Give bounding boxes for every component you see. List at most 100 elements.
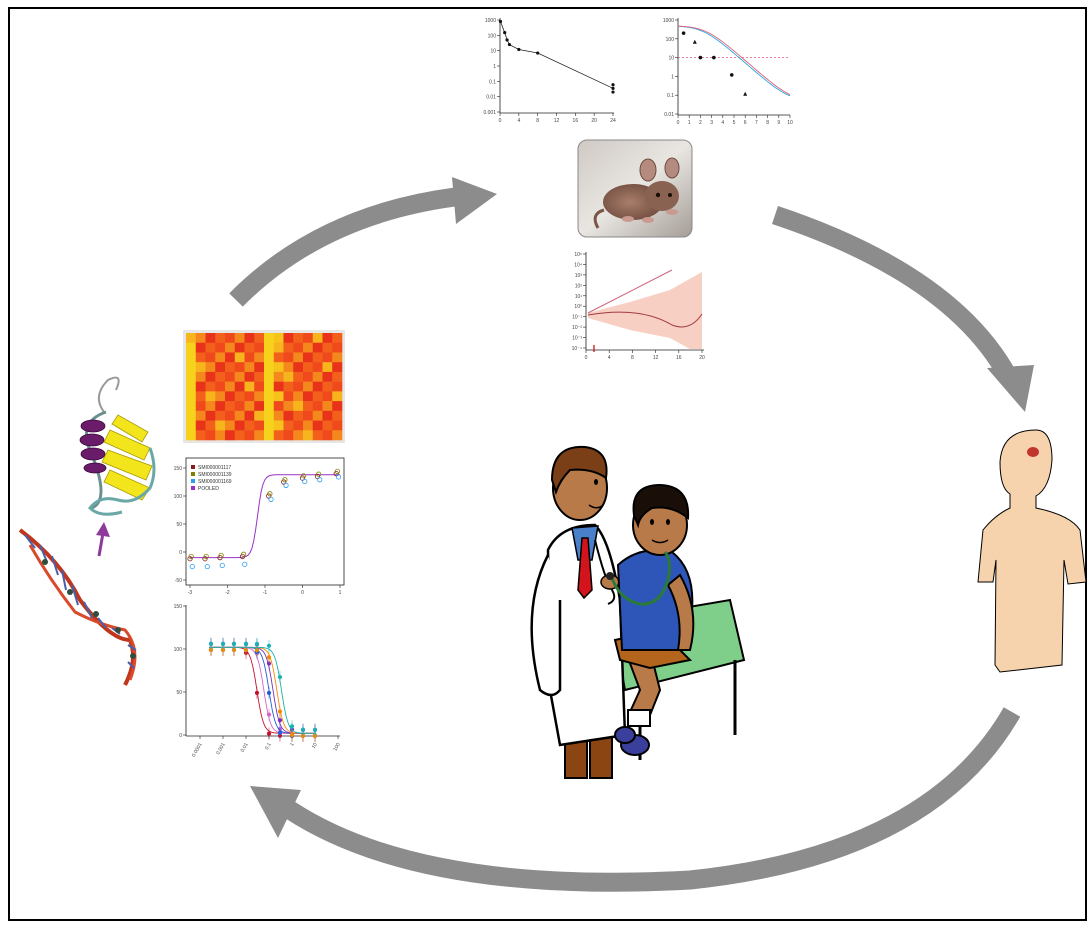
heatmap-cell (303, 381, 314, 392)
heatmap-cell (225, 401, 236, 412)
y-tick-label: 10 (668, 56, 674, 62)
heatmap-cell (332, 420, 343, 431)
heatmap-cell (234, 333, 245, 344)
heatmap-cell (195, 371, 206, 382)
heatmap-cell (195, 391, 206, 402)
dose-point (188, 553, 194, 560)
y-tick-label: 10⁵ (574, 252, 582, 258)
heatmap-cell (205, 410, 216, 421)
x-tick-label: 3 (710, 120, 713, 126)
heatmap-cell (254, 352, 265, 363)
heatmap-cell (215, 342, 226, 353)
x-tick-label: -2 (225, 590, 230, 596)
heatmap-cell (195, 352, 206, 363)
dna-helix-icon (18, 528, 137, 686)
heatmap-cell (186, 381, 197, 392)
heatmap-cell (225, 352, 236, 363)
heatmap-cell (273, 391, 284, 402)
dose-point (219, 562, 225, 569)
heatmap-cell (234, 342, 245, 353)
heatmap-cell (322, 342, 333, 353)
x-tick-label: 1 (339, 590, 342, 596)
heatmap-cell (234, 410, 245, 421)
ic50-point (266, 731, 272, 736)
heatmap-cell (225, 362, 236, 373)
heatmap-cell (283, 410, 294, 421)
x-tick-label: 100 (332, 742, 341, 752)
dose-point (204, 563, 210, 570)
y-tick-label: 0 (179, 733, 182, 739)
y-tick-label: 1000 (663, 18, 674, 24)
heatmap-cell (332, 381, 343, 392)
heatmap-cell (234, 371, 245, 382)
y-tick-label: 150 (174, 466, 183, 472)
heatmap-cell (322, 352, 333, 363)
heatmap-cell (332, 401, 343, 412)
pk2-point (698, 55, 703, 60)
x-tick-label: 4 (608, 355, 611, 361)
heatmap-cell (225, 342, 236, 353)
heatmap-cell (264, 362, 275, 373)
heatmap-cell (254, 420, 265, 431)
ic50-point (254, 647, 260, 653)
y-tick-label: 10⁰ (574, 304, 582, 310)
heatmap-cell (186, 342, 197, 353)
y-tick-label: 0.1 (667, 93, 674, 99)
ic50-point (254, 641, 260, 646)
y-tick-label: 10⁻⁴ (572, 346, 582, 352)
y-tick-label: 1 (671, 74, 674, 80)
x-tick-label: 6 (744, 120, 747, 126)
heatmap-cell (264, 342, 275, 353)
heatmap-cell (303, 342, 314, 353)
heatmap-cell (234, 401, 245, 412)
legend-swatch (191, 479, 195, 483)
pk1-point (611, 90, 615, 94)
heatmap-cell (303, 391, 314, 402)
heatmap-cell (225, 333, 236, 344)
ic50-point (243, 641, 249, 646)
heatmap-cell (322, 420, 333, 431)
x-tick-label: 0 (499, 118, 502, 124)
heatmap-cell (264, 381, 275, 392)
heatmap-cell (186, 410, 197, 421)
ic50-point (277, 709, 283, 714)
heatmap-cell (273, 371, 284, 382)
heatmap-cell (205, 430, 216, 441)
heatmap-cell (205, 391, 216, 402)
heatmap-cell (205, 342, 216, 353)
x-tick-label: 1 (289, 742, 296, 748)
heatmap-cell (322, 401, 333, 412)
heatmap-cell (225, 410, 236, 421)
heatmap-cell (215, 381, 226, 392)
y-tick-label: 0.001 (483, 110, 496, 116)
pk2-point (681, 31, 686, 35)
heatmap-cell (293, 420, 304, 431)
heatmap-cell (215, 371, 226, 382)
dose-point (241, 551, 247, 557)
x-tick-label: 10 (311, 742, 319, 750)
y-tick-label: 0.1 (489, 79, 496, 85)
y-tick-label: 10⁻³ (572, 336, 582, 342)
ic50-point (300, 727, 306, 732)
arrowhead-bottom (250, 786, 301, 838)
heatmap-cell (322, 410, 333, 421)
heatmap-cell (303, 371, 314, 382)
pk2-curve (677, 25, 791, 97)
pk1-point (611, 86, 615, 90)
ic50-point (266, 643, 272, 648)
y-tick-label: 100 (174, 647, 183, 653)
dose-point (335, 474, 342, 480)
y-tick-label: 50 (176, 522, 182, 528)
ic50-point (266, 712, 272, 717)
heatmap-cell (293, 352, 304, 363)
heatmap-cell (254, 342, 265, 353)
y-tick-label: 10⁻² (572, 325, 582, 331)
pk1-point (517, 47, 521, 52)
y-tick-label: 10³ (575, 273, 583, 279)
heatmap-cell (312, 420, 323, 431)
heatmap-cell (244, 430, 255, 441)
figure-border (8, 7, 1087, 921)
heatmap-cell (303, 410, 314, 421)
heatmap-cell (273, 352, 284, 363)
ic50-point (231, 641, 237, 646)
